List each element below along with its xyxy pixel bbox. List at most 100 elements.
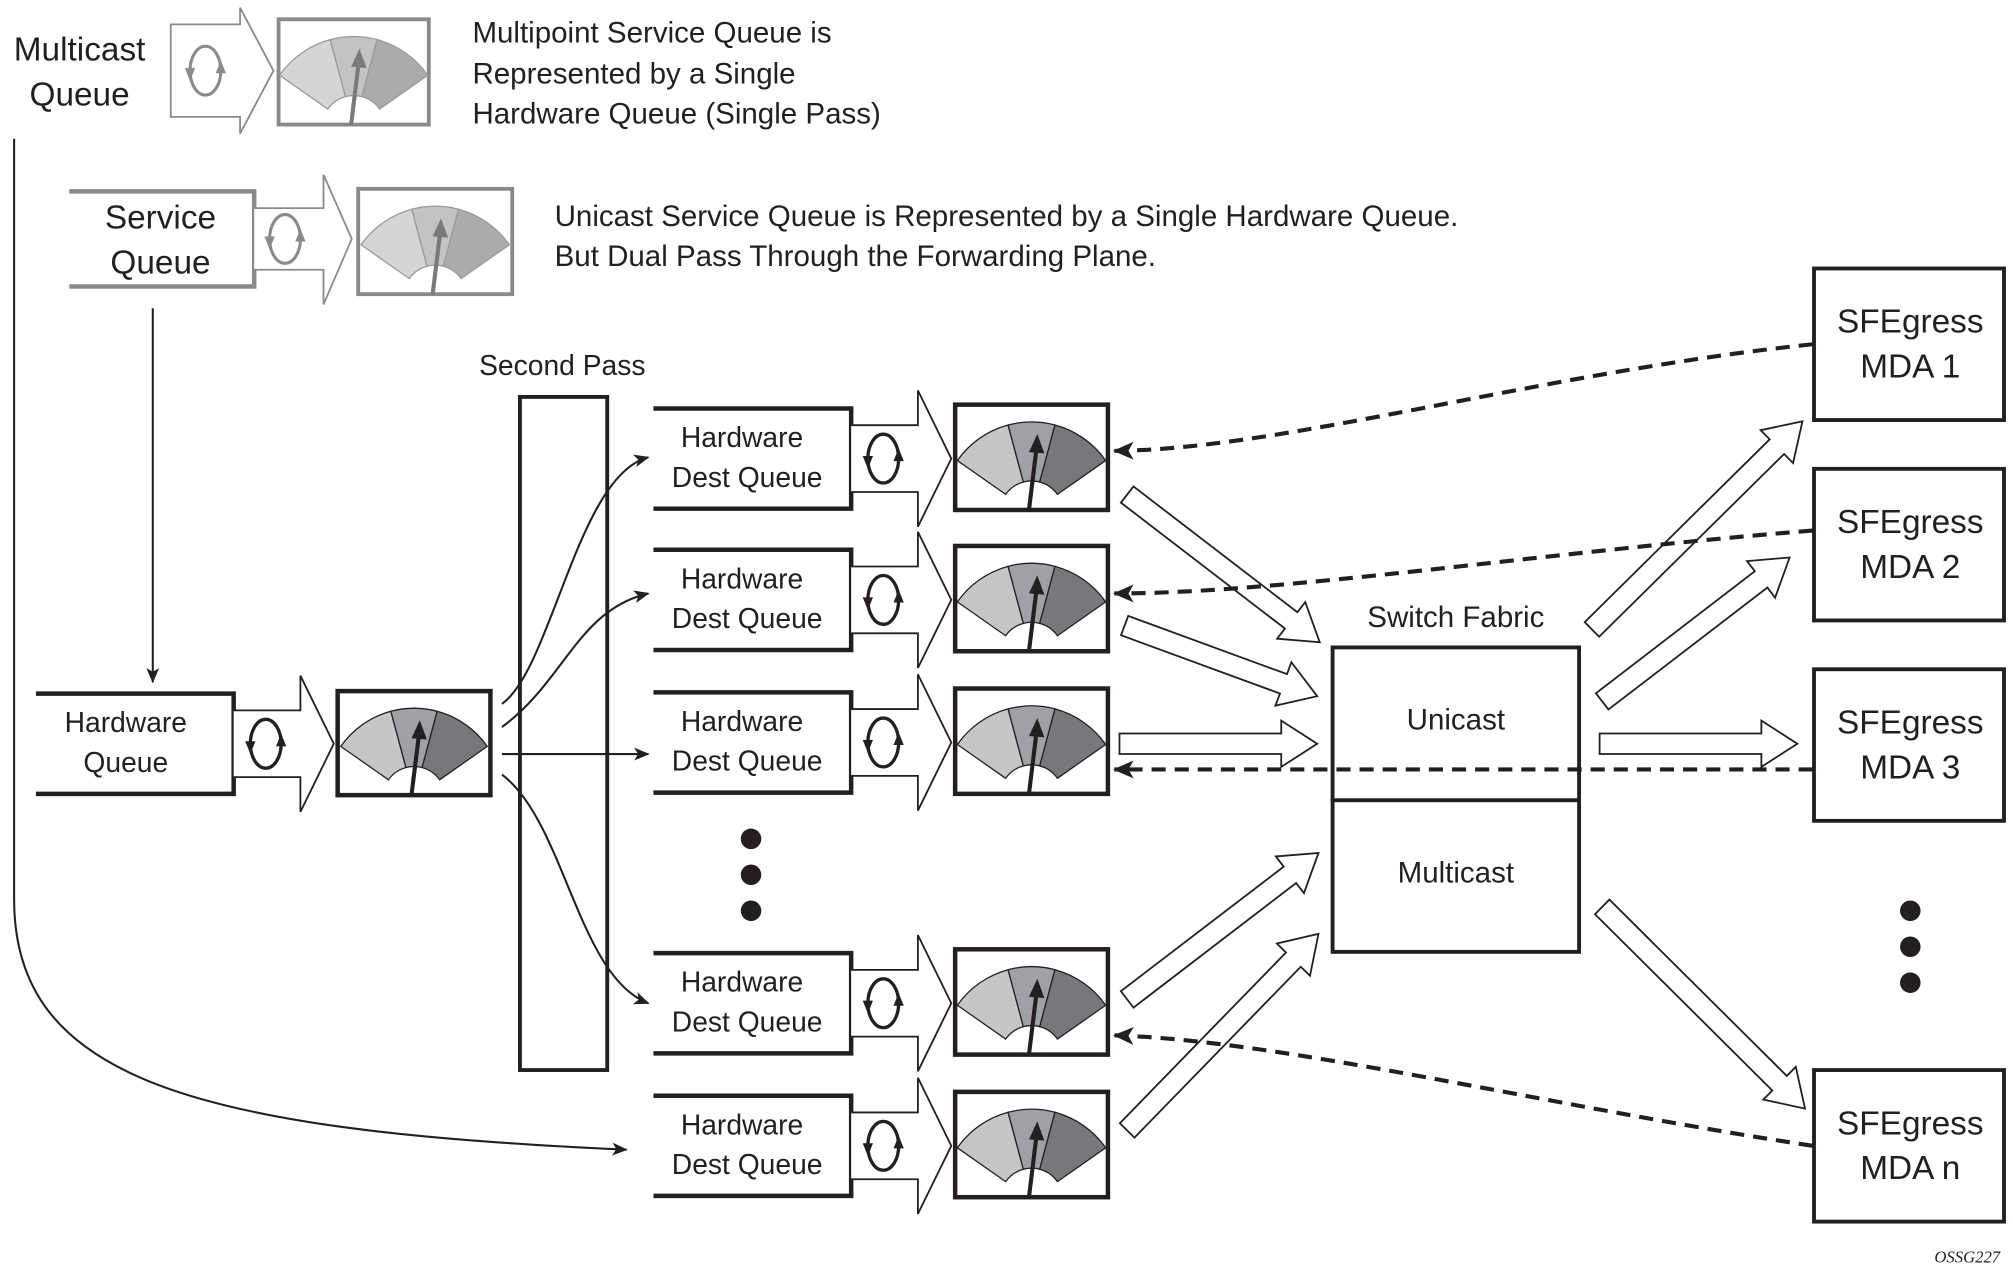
egress-ellipsis	[1900, 900, 1921, 993]
dest-queue-label-line1: Hardware	[681, 421, 803, 453]
hardware-queue: Hardware Queue	[35, 675, 493, 813]
egress-arrow-mda2	[1594, 556, 1791, 711]
dest-queue-label-line2: Dest Queue	[672, 461, 823, 493]
scheduler-loop-icon	[862, 573, 904, 626]
hardware-queue-shape	[35, 675, 335, 813]
dest-queue-label-line2: Dest Queue	[672, 1148, 823, 1180]
dest-queue-meter	[952, 686, 1111, 797]
scheduler-loop-icon	[184, 44, 226, 97]
egress-mda-frame	[1812, 1068, 2006, 1224]
egress-mda-frame	[1812, 667, 2006, 823]
egress-mda-frame	[1812, 266, 2006, 422]
fanout-lines	[501, 454, 650, 1005]
meter-segment	[421, 710, 489, 781]
dest-queue-shape	[653, 390, 953, 528]
dest-queue-meter	[952, 947, 1111, 1057]
service-queue-label-line2: Queue	[110, 245, 210, 282]
meter-segment	[1038, 968, 1107, 1040]
fabric-arrow-5	[1118, 932, 1320, 1139]
meter-needle	[1026, 446, 1039, 511]
scheduler-loop-icon	[862, 977, 904, 1030]
dest-queue-label-line1: Hardware	[681, 562, 803, 594]
dest-queue-shape	[653, 531, 953, 669]
dest-queue-label-line1: Hardware	[681, 705, 803, 737]
feedback-lines	[1113, 342, 1814, 1148]
egress-fabric-arrows	[1583, 420, 1807, 1110]
legend-multicast-meter	[276, 17, 431, 127]
multicast-note-line2: Represented by a Single	[472, 57, 795, 90]
dest-queue-meter	[952, 1089, 1111, 1200]
egress-mda-label-line1: SFEgress	[1837, 1105, 1983, 1142]
meter-segment	[361, 38, 429, 110]
dest-queue-label-line2: Dest Queue	[672, 745, 823, 777]
egress-mda-frame	[1812, 466, 2006, 623]
egress-mda-label-line1: SFEgress	[1837, 704, 1983, 741]
fabric-arrow-1	[1119, 485, 1322, 644]
dest-queue-shape	[653, 673, 953, 811]
second-pass-block	[518, 395, 610, 1072]
multicast-path-line	[13, 138, 628, 1156]
egress-mda-label-line2: MDA 1	[1860, 349, 1960, 386]
hardware-queue-label-line2: Queue	[83, 746, 168, 778]
fabric-arrow-3	[1118, 718, 1319, 769]
multicast-queue-label-line2: Queue	[30, 76, 130, 113]
switch-fabric-multicast-box	[1330, 798, 1582, 954]
meter-needle	[409, 732, 422, 796]
meter-needle	[1026, 730, 1039, 795]
meter-needle	[430, 230, 443, 295]
meter-needle	[349, 61, 361, 125]
multicast-note-line3: Hardware Queue (Single Pass)	[472, 97, 880, 130]
figure-id: OSSG227	[1934, 1248, 2000, 1267]
dest-queue-label-line2: Dest Queue	[672, 1005, 823, 1037]
dest-queue-meter	[952, 402, 1111, 513]
egress-mda-label-line2: MDA n	[1860, 1150, 1960, 1187]
feedback-line-mdan	[1113, 1026, 1814, 1148]
hardware-queue-meter	[335, 688, 493, 798]
legend-service-queue	[69, 174, 353, 305]
scheduler-loop-icon	[862, 432, 904, 485]
egress-mda-label-line1: SFEgress	[1837, 504, 1983, 541]
egress-mda-label-line2: MDA 2	[1860, 549, 1960, 586]
meter-needle	[1026, 991, 1039, 1055]
multicast-note-line1: Multipoint Service Queue is	[472, 16, 831, 49]
dest-queue-shape	[653, 1077, 953, 1215]
legend-multicast-queue-arrow	[169, 7, 275, 135]
fabric-arrow-4	[1119, 851, 1320, 1009]
switch-fabric-multicast-label: Multicast	[1398, 856, 1514, 889]
hardware-queue-label-line1: Hardware	[65, 706, 187, 738]
multicast-queue-label-line1: Multicast	[14, 31, 146, 68]
scheduler-loop-icon	[245, 717, 287, 770]
fanout-line-4	[501, 773, 650, 1005]
service-queue-label-line1: Service	[105, 200, 216, 237]
dest-queue-shape	[653, 934, 953, 1072]
meter-segment	[442, 208, 511, 280]
legend-multicast: Multicast Queue Multipoint Service Queue…	[14, 7, 881, 135]
feedback-line-mda1	[1113, 342, 1813, 460]
fanout-line-1	[501, 454, 650, 705]
dest-queue-label-line1: Hardware	[681, 1108, 803, 1140]
dest-queue-label-line1: Hardware	[681, 966, 803, 998]
unicast-note-line2: But Dual Pass Through the Forwarding Pla…	[555, 240, 1156, 273]
switch-fabric-unicast-label: Unicast	[1407, 704, 1505, 737]
egress-arrow-mda3	[1598, 718, 1799, 769]
egress-mda-label-line1: SFEgress	[1837, 304, 1983, 341]
egress-arrow-mdan	[1593, 898, 1807, 1110]
ingress-fabric-arrows	[1118, 485, 1322, 1139]
meter-segment	[1038, 565, 1107, 637]
dest-queue-meter	[952, 543, 1111, 654]
meter-segment	[1038, 708, 1107, 780]
switch-fabric: Switch Fabric Unicast Multicast	[1330, 601, 1582, 954]
switch-fabric-unicast-box	[1330, 645, 1582, 803]
meter-needle	[1026, 1133, 1039, 1198]
unicast-note-line1: Unicast Service Queue is Represented by …	[555, 200, 1459, 233]
egress-mda-label-line2: MDA 3	[1860, 749, 1960, 786]
